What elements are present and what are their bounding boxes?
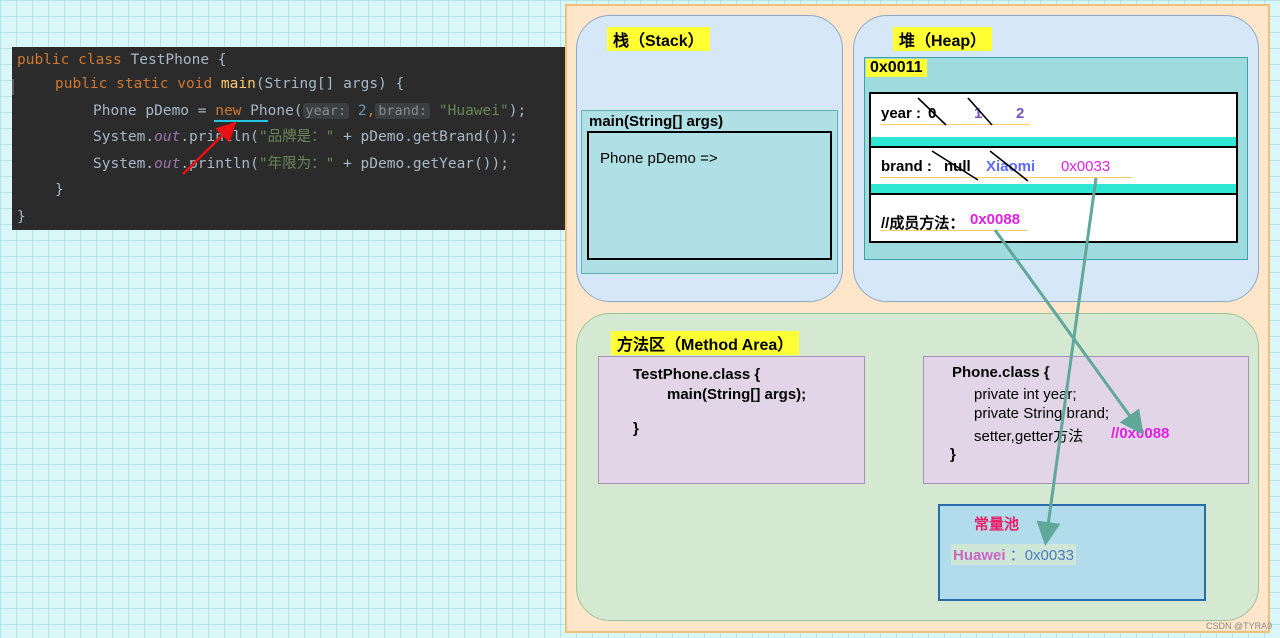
code-keyword: static <box>116 76 169 92</box>
code-keyword-new: new <box>215 103 242 119</box>
year-value-old: 0 <box>928 105 937 122</box>
code-text: ); <box>508 103 527 119</box>
gutter-mark <box>12 79 14 95</box>
code-text: Phone pDemo = <box>93 103 216 119</box>
code-keyword: void <box>177 76 213 92</box>
brand-field-highlight <box>880 158 1132 178</box>
code-field: out <box>154 129 181 145</box>
strike-year-1 <box>967 97 993 126</box>
method-area-title: 方法区（Method Area） <box>611 331 800 355</box>
constant-pool-value: Huawei <box>953 547 1006 564</box>
brand-value-current: 0x0033 <box>1061 158 1111 175</box>
method-field-highlight <box>880 211 1028 231</box>
watermark: CSDN @TYRA9 <box>1206 621 1273 631</box>
main-stack-frame <box>581 110 838 274</box>
code-text: (String[] args) { <box>255 76 405 92</box>
code-string: "Huawei" <box>438 103 509 119</box>
testphone-class-header: TestPhone.class { <box>633 366 761 383</box>
year-value-current: 2 <box>1016 105 1025 122</box>
stack-variable: Phone pDemo => <box>600 150 718 167</box>
year-field-label: year : <box>881 105 922 122</box>
heap-title: 堆（Heap） <box>893 27 993 51</box>
code-keyword: public <box>55 76 108 92</box>
code-line-2: public static void main(String[] args) { <box>55 71 404 97</box>
phone-class-methods: setter,getter方法 <box>974 428 1084 445</box>
code-line-3: Phone pDemo = new Phone(year: 2,brand: "… <box>93 98 526 124</box>
code-comma: , <box>366 103 376 119</box>
constant-pool-sep: ： <box>1009 547 1025 564</box>
red-arrow <box>182 121 237 175</box>
phone-class-close: } <box>950 446 956 463</box>
arrow-brand-ref <box>1036 177 1098 546</box>
stack-frame-box <box>587 131 832 260</box>
constant-pool-address: 0x0033 <box>1024 547 1074 564</box>
code-text: System. <box>93 156 155 172</box>
code-number: 2 <box>357 103 367 119</box>
stack-title: 栈（Stack） <box>607 27 710 51</box>
field-border <box>871 193 1236 195</box>
constant-pool-title: 常量池 <box>974 516 1020 533</box>
code-editor: public class TestPhone { public static v… <box>12 47 575 230</box>
code-field: out <box>154 156 181 172</box>
phone-class-header: Phone.class { <box>952 364 1050 381</box>
param-hint-brand: brand: <box>375 103 431 119</box>
code-keyword: class <box>78 52 122 68</box>
testphone-class-box <box>598 356 865 484</box>
testphone-class-close: } <box>633 420 639 437</box>
code-text: System. <box>93 129 155 145</box>
strike-brand-xiaomi <box>989 150 1029 182</box>
method-field-label: //成员方法： <box>881 215 965 232</box>
code-text: + pDemo.getYear()); <box>334 156 509 172</box>
phone-class-box <box>923 356 1249 484</box>
heap-object-body <box>869 92 1238 243</box>
stack-frame-label: main(String[] args) <box>589 113 724 130</box>
code-line-6: } <box>55 182 64 198</box>
code-text: + pDemo.getBrand()); <box>334 129 518 145</box>
arrow-method-ref <box>993 229 1144 435</box>
constant-pool-entry: Huawei ：0x0033 <box>951 544 1076 565</box>
year-value-old: 1 <box>974 105 983 122</box>
code-line-5: System.out.println("年限为：" + pDemo.getYea… <box>93 151 509 177</box>
phone-class-field-brand: private String brand; <box>974 405 1110 422</box>
param-hint-year: year: <box>302 103 350 119</box>
brand-field-label: brand : <box>881 158 932 175</box>
field-separator <box>871 137 1236 146</box>
code-string: "年限为：" <box>258 156 335 172</box>
code-line-1: public class TestPhone { <box>17 47 227 73</box>
method-field-address: 0x0088 <box>970 211 1021 228</box>
new-underline <box>214 120 268 122</box>
field-border <box>871 146 1236 148</box>
phone-class-field-year: private int year; <box>974 386 1077 403</box>
code-string: "品牌是：" <box>258 129 335 145</box>
code-function: main <box>220 76 256 92</box>
code-text: .println( <box>180 156 259 172</box>
year-field-highlight <box>880 105 1030 125</box>
strike-brand-null <box>931 150 979 181</box>
testphone-main-method: main(String[] args); <box>667 386 807 403</box>
code-text: TestPhone { <box>121 52 227 68</box>
field-separator <box>871 184 1236 193</box>
heap-object-address: 0x0011 <box>866 59 927 77</box>
strike-year-0 <box>917 97 947 126</box>
code-line-7: } <box>17 209 26 225</box>
code-keyword: public <box>17 52 70 68</box>
code-text: Phone( <box>241 103 303 119</box>
